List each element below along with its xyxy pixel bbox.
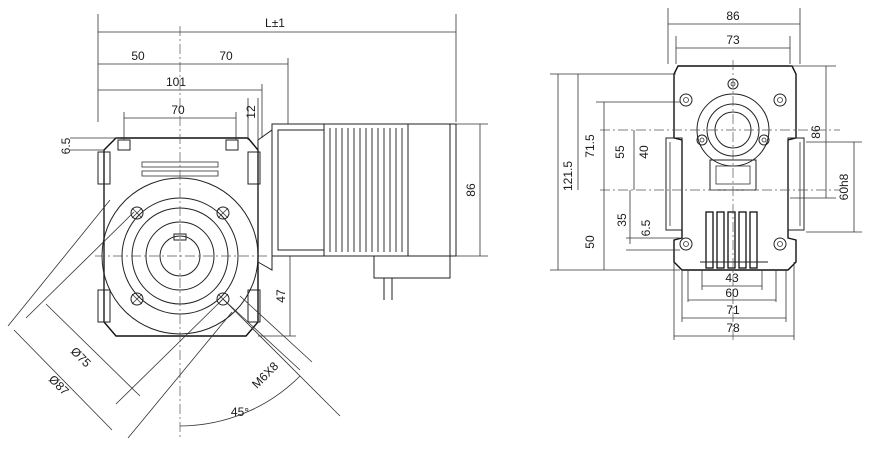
dim-overall-length: L±1 xyxy=(265,16,285,30)
motor-body xyxy=(271,123,457,257)
dim-12: 12 xyxy=(244,105,258,119)
front-mounting-hole-icon xyxy=(679,93,787,251)
dim-71: 71 xyxy=(726,303,740,317)
dim-50: 50 xyxy=(131,49,145,63)
dim-71-5: 71.5 xyxy=(583,134,597,158)
dim-121-5: 121.5 xyxy=(561,161,575,191)
gearbox-front-housing xyxy=(673,65,797,271)
dim-6-5: 6.5 xyxy=(59,137,73,154)
dim-43: 43 xyxy=(725,271,739,285)
dim-101: 101 xyxy=(166,75,186,89)
dim-55: 55 xyxy=(613,145,627,159)
dim-86-right: 86 xyxy=(809,125,823,139)
front-view: 86 73 121.5 71.5 55 40 50 35 6.5 86 60h8 xyxy=(550,8,862,340)
dim-73: 73 xyxy=(726,33,740,47)
dim-70-inner: 70 xyxy=(171,103,185,117)
motor-cooling-fins xyxy=(329,128,403,252)
dim-78: 78 xyxy=(726,321,740,335)
dim-86-top: 86 xyxy=(726,9,740,23)
dim-47: 47 xyxy=(274,289,288,303)
dim-50-left: 50 xyxy=(583,235,597,249)
dim-phi-75: Ø75 xyxy=(68,344,94,370)
dim-thread: M6X8 xyxy=(249,359,281,391)
dim-70-top: 70 xyxy=(219,49,233,63)
side-view: L±1 50 70 101 70 12 6.5 86 47 xyxy=(7,14,488,440)
dim-6-5-front: 6.5 xyxy=(639,219,653,236)
dim-40: 40 xyxy=(637,145,651,159)
dim-35: 35 xyxy=(615,213,629,227)
dim-60: 60 xyxy=(725,286,739,300)
dim-60h8: 60h8 xyxy=(837,173,851,200)
dim-phi-87: Ø87 xyxy=(46,372,72,398)
dim-angle: 45° xyxy=(231,405,249,419)
dim-86: 86 xyxy=(464,183,478,197)
front-cooling-fins xyxy=(705,211,758,269)
